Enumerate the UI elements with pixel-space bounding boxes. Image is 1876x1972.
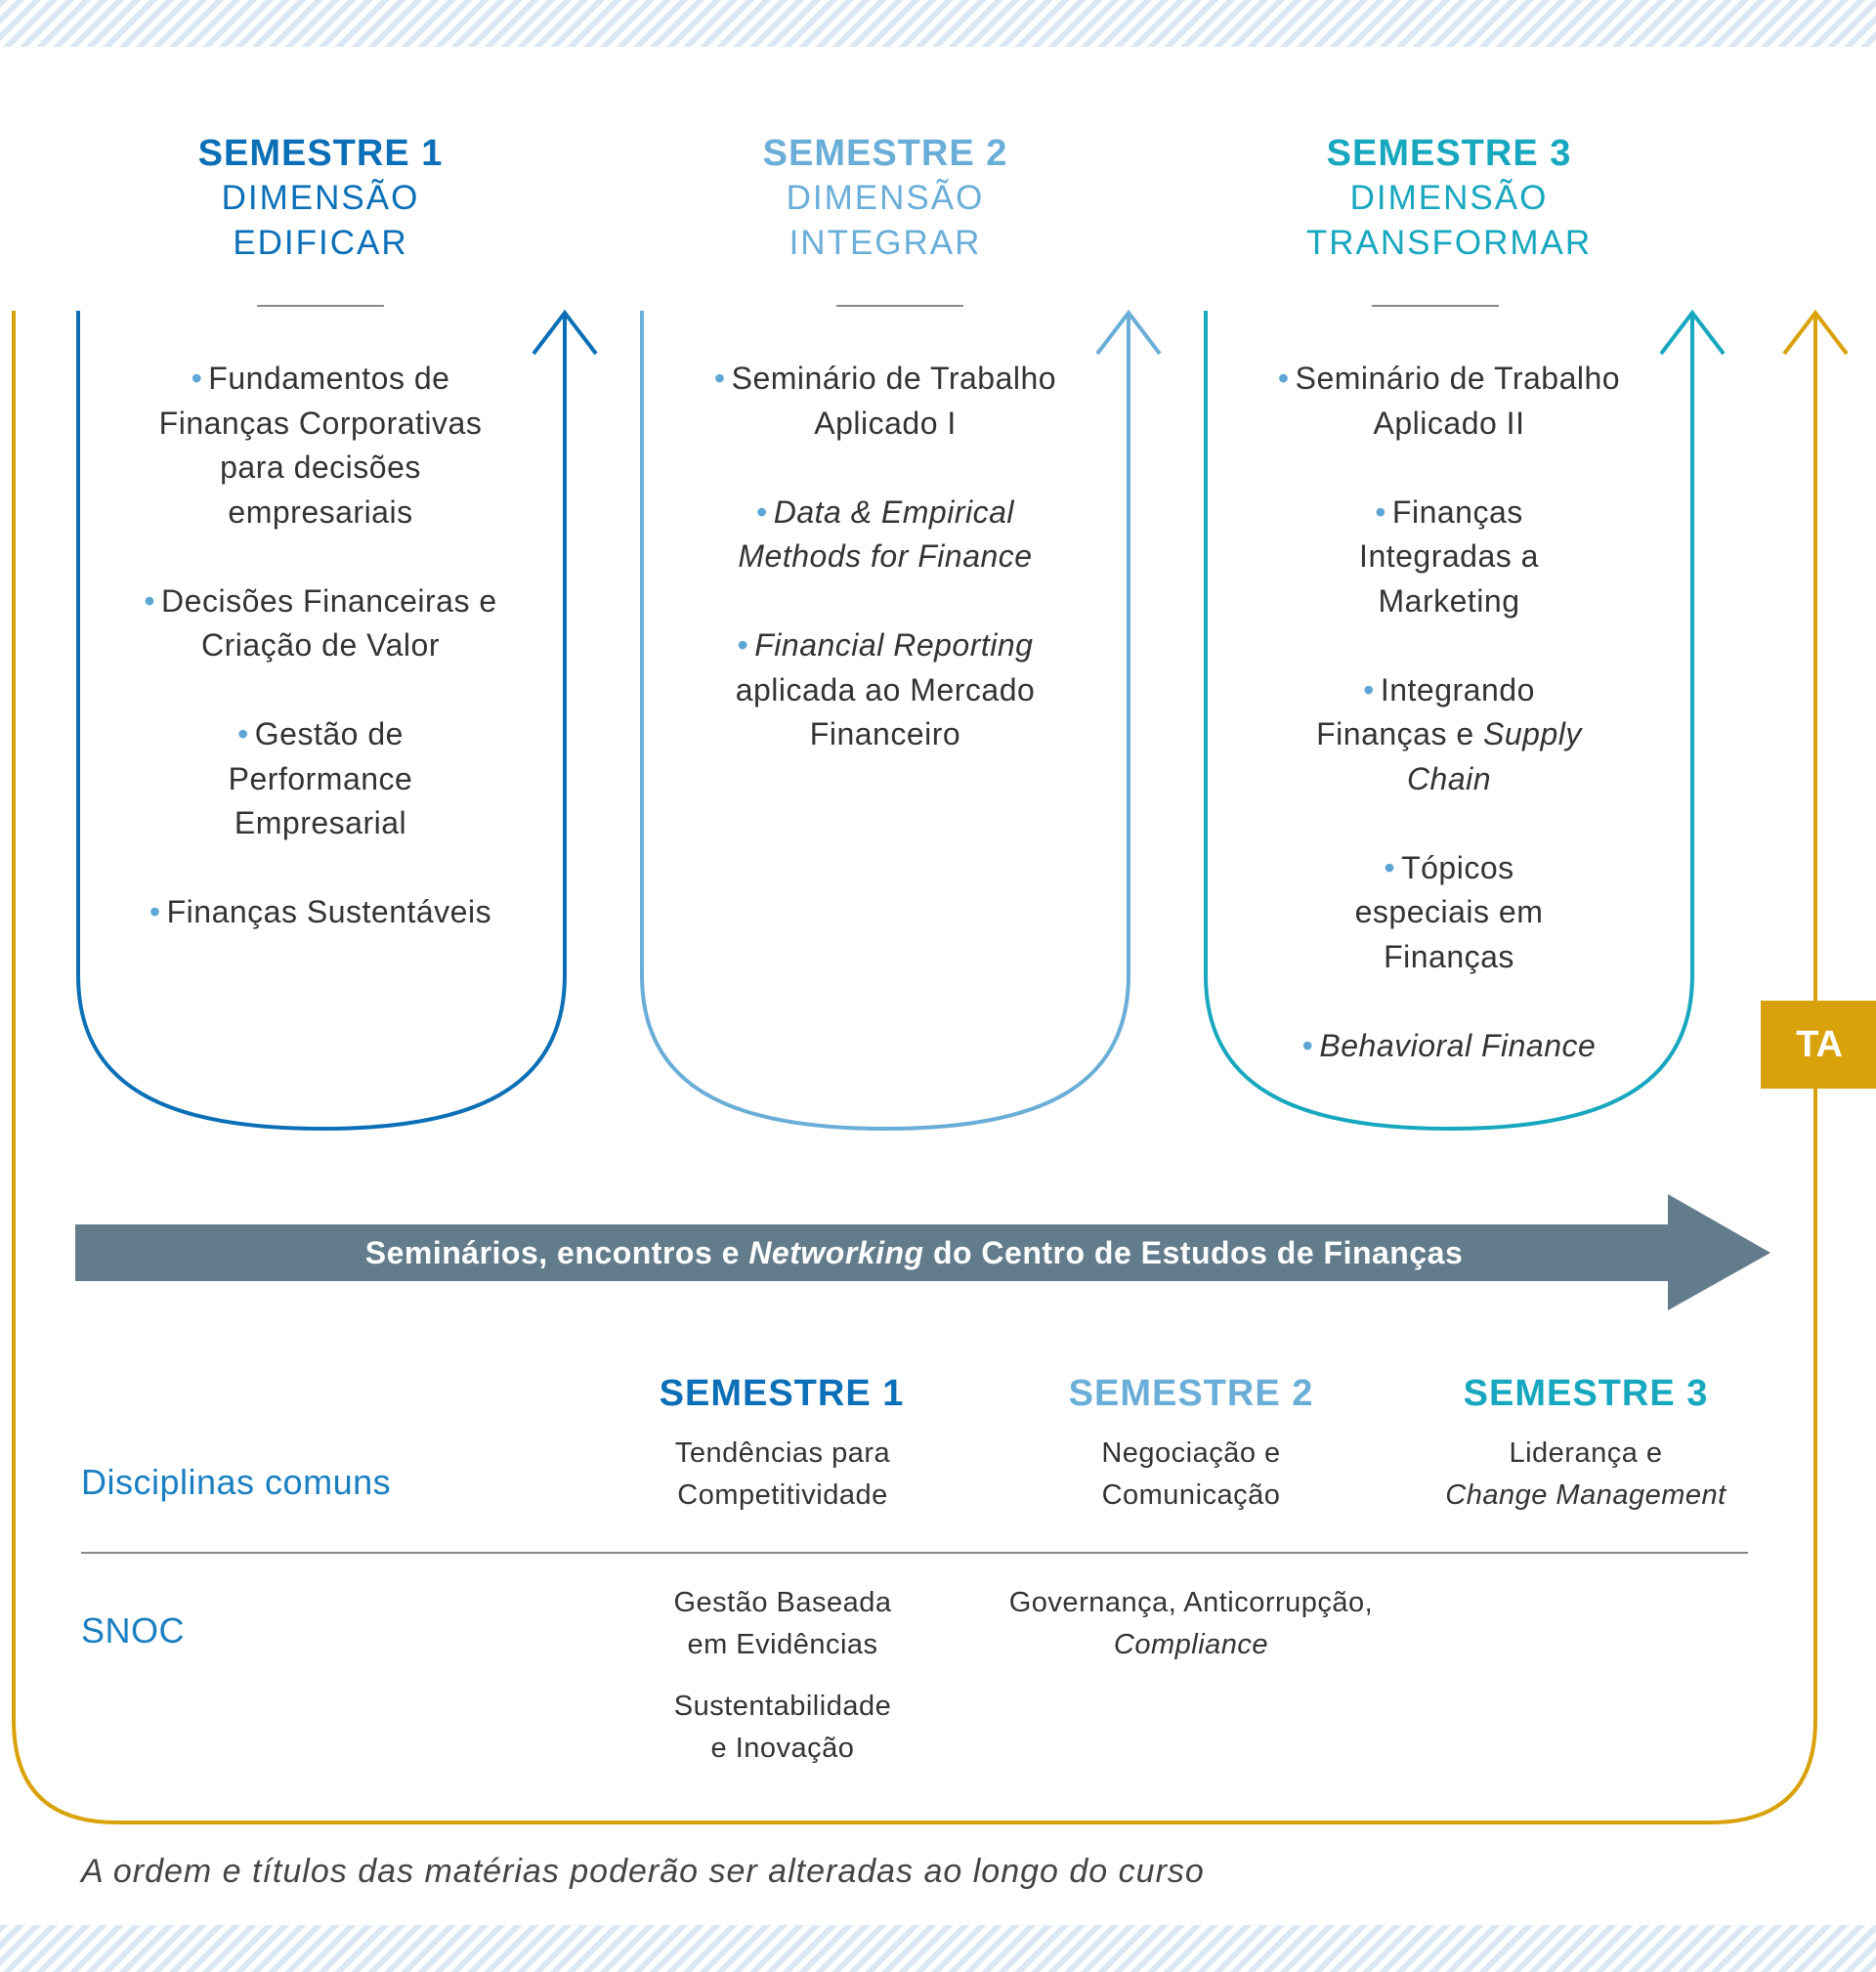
sem2-u-arrow <box>640 311 1130 1132</box>
course-name: Integrando Finanças e <box>1316 671 1535 752</box>
semester-3-dimension-line2: TRANSFORMAR <box>1305 224 1593 262</box>
course-name: Gestão de Performance Empresarial <box>228 716 413 840</box>
course-item: •Finanças Sustentáveis <box>96 890 545 935</box>
semester-1-title: SEMESTRE 1 <box>197 133 444 174</box>
banner-text-pre: Seminários, encontros e <box>364 1235 740 1270</box>
cell-line-italic: Change Management <box>1445 1479 1727 1511</box>
row-label-snoc: SNOC <box>81 1610 186 1650</box>
sem1-u-arrow <box>76 311 567 1132</box>
semester-3-dimension-line1: DIMENSÃO <box>1349 179 1549 217</box>
semester-1-course-list: •Fundamentos de Finanças Corporativas pa… <box>96 357 545 979</box>
course-item: •Tópicos especiais em Finanças <box>1224 846 1674 980</box>
cell-line: Sustentabilidade <box>673 1691 892 1722</box>
course-name-italic: Supply Chain <box>1406 716 1582 796</box>
sem3-u-arrow <box>1204 311 1694 1132</box>
semester-2-course-list: •Seminário de Trabalho Aplicado I •Data … <box>661 357 1110 801</box>
semester-3-rule <box>1372 305 1499 307</box>
cell-line: e Inovação <box>710 1733 855 1764</box>
bullet-icon: • <box>1301 1027 1314 1063</box>
bullet-icon: • <box>149 894 161 929</box>
banner-text-italic: Networking <box>748 1235 924 1270</box>
semester-2-dimension-line2: INTEGRAR <box>789 224 982 262</box>
banner-text: Seminários, encontros e Networking do Ce… <box>75 1233 1753 1272</box>
semester-1-rule <box>257 305 384 307</box>
row-label-disciplinas-comuns: Disciplinas comuns <box>81 1462 392 1502</box>
cell-line-italic: Compliance <box>1113 1629 1269 1660</box>
table-header-semester-3: SEMESTRE 3 <box>1463 1373 1709 1414</box>
footnote: A ordem e títulos das matérias poderão s… <box>81 1853 1205 1890</box>
bullet-icon: • <box>756 493 768 530</box>
sem2-arrowhead <box>1095 309 1162 356</box>
bullet-icon: • <box>1277 361 1290 396</box>
table-header-semester-2: SEMESTRE 2 <box>1068 1373 1314 1414</box>
course-item: •Seminário de Trabalho Aplicado II <box>1224 357 1674 446</box>
semester-2-dimension-line1: DIMENSÃO <box>786 179 985 217</box>
table-cell: Negociação e Comunicação <box>976 1433 1406 1517</box>
course-name-rest: aplicada ao Mercado Financeiro <box>735 671 1036 752</box>
course-name: Fundamentos de Finanças Corporativas par… <box>158 361 483 530</box>
course-item: •Fundamentos de Finanças Corporativas pa… <box>96 357 545 535</box>
semester-2-header: SEMESTRE 2 DIMENSÃO INTEGRAR <box>680 131 1090 266</box>
ta-badge: TA <box>1761 1001 1876 1089</box>
semester-1-dimension-line2: EDIFICAR <box>233 224 408 262</box>
sem1-arrowhead <box>532 309 598 356</box>
course-name: Seminário de Trabalho Aplicado I <box>731 361 1057 441</box>
cell-line: Negociação e <box>1101 1437 1281 1469</box>
semester-1-dimension-line1: DIMENSÃO <box>221 179 420 217</box>
course-name: Finanças Integradas a Marketing <box>1359 493 1539 619</box>
gold-arrowhead <box>1782 309 1849 356</box>
decorative-stripe-bottom <box>0 1925 1876 1972</box>
table-cell: Gestão Baseada em Evidências Sustentabil… <box>568 1582 998 1770</box>
table-header-semester-1: SEMESTRE 1 <box>659 1373 905 1414</box>
sem3-arrowhead <box>1659 309 1726 356</box>
cell-line: Gestão Baseada <box>673 1587 892 1618</box>
semester-3-title: SEMESTRE 3 <box>1326 133 1572 174</box>
bullet-icon: • <box>1375 493 1386 530</box>
semester-2-title: SEMESTRE 2 <box>762 133 1008 174</box>
course-name: Seminário de Trabalho Aplicado II <box>1295 361 1621 441</box>
cell-line: em Evidências <box>687 1629 878 1660</box>
bullet-icon: • <box>1363 671 1375 707</box>
course-item: •Finanças Integradas a Marketing <box>1224 491 1674 624</box>
course-item: •Financial Reporting aplicada ao Mercado… <box>661 623 1110 757</box>
course-item: •Seminário de Trabalho Aplicado I <box>661 357 1110 446</box>
banner-arrow <box>75 1194 1770 1310</box>
cell-line: Tendências para <box>674 1437 891 1469</box>
course-name-italic: Financial Reporting <box>754 627 1034 663</box>
bullet-icon: • <box>191 361 203 396</box>
cell-line: Competitividade <box>677 1479 888 1511</box>
table-cell: Governança, Anticorrupção, Compliance <box>976 1582 1406 1666</box>
course-item: •Decisões Financeiras e Criação de Valor <box>96 579 545 668</box>
course-name: Decisões Financeiras e Criação de Valor <box>161 582 497 664</box>
cell-line: Comunicação <box>1101 1479 1281 1511</box>
course-item: •Behavioral Finance <box>1224 1024 1674 1069</box>
cell-line: Governança, Anticorrupção, <box>1008 1587 1374 1618</box>
course-name: Data & Empirical Methods for Finance <box>738 493 1033 575</box>
table-cell: Tendências para Competitividade <box>568 1433 998 1517</box>
bullet-icon: • <box>237 716 249 751</box>
semester-2-rule <box>836 305 963 307</box>
course-name: Behavioral Finance <box>1319 1027 1597 1063</box>
course-item: •Gestão de Performance Empresarial <box>96 712 545 846</box>
table-cell: Liderança e Change Management <box>1371 1433 1801 1517</box>
course-item: •Data & Empirical Methods for Finance <box>661 491 1110 579</box>
bullet-icon: • <box>1384 849 1396 885</box>
decorative-stripe-top <box>0 0 1876 47</box>
cell-line: Liderança e <box>1509 1437 1663 1469</box>
course-item: •Integrando Finanças e Supply Chain <box>1224 668 1674 802</box>
course-name: Tópicos especiais em Finanças <box>1354 849 1544 974</box>
bullet-icon: • <box>737 627 749 663</box>
course-name: Finanças Sustentáveis <box>166 894 492 929</box>
bullet-icon: • <box>713 361 726 396</box>
banner-text-post: do Centro de Estudos de Finanças <box>932 1235 1464 1270</box>
bullet-icon: • <box>144 582 156 619</box>
semester-1-header: SEMESTRE 1 DIMENSÃO EDIFICAR <box>115 131 526 266</box>
outer-gold-loop <box>12 311 1817 1824</box>
semester-3-course-list: •Seminário de Trabalho Aplicado II •Fina… <box>1224 357 1674 1113</box>
semester-3-header: SEMESTRE 3 DIMENSÃO TRANSFORMAR <box>1244 131 1654 266</box>
